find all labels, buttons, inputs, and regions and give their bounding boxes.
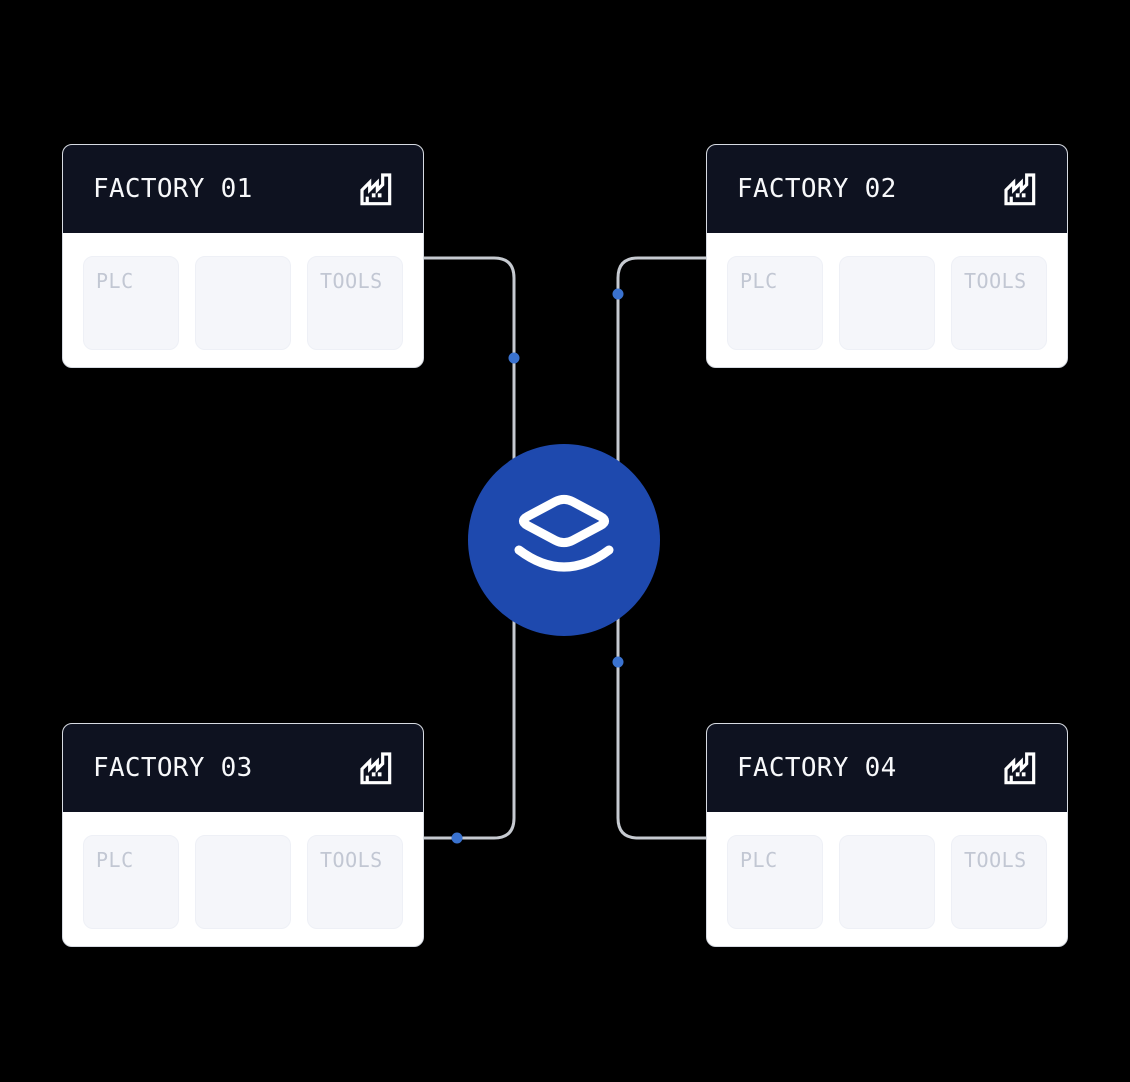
module-label: PLC bbox=[96, 269, 134, 293]
module-plc: PLC bbox=[83, 835, 179, 929]
connection-dot bbox=[508, 352, 520, 364]
factory-card-04: FACTORY 04 PLC TOOLS bbox=[706, 723, 1068, 947]
module-label: TOOLS bbox=[964, 848, 1027, 872]
module-label: PLC bbox=[740, 269, 778, 293]
factory-card-header: FACTORY 02 bbox=[707, 145, 1067, 233]
factory-card-body: PLC TOOLS bbox=[63, 812, 423, 946]
module-plc: PLC bbox=[727, 256, 823, 350]
module-tools: TOOLS bbox=[307, 256, 403, 350]
module-empty bbox=[839, 835, 935, 929]
module-plc: PLC bbox=[727, 835, 823, 929]
module-label: PLC bbox=[740, 848, 778, 872]
module-tools: TOOLS bbox=[307, 835, 403, 929]
factory-card-body: PLC TOOLS bbox=[707, 812, 1067, 946]
module-label: TOOLS bbox=[320, 848, 383, 872]
factory-title: FACTORY 02 bbox=[737, 174, 897, 204]
module-label: PLC bbox=[96, 848, 134, 872]
factory-icon bbox=[999, 167, 1039, 211]
module-empty bbox=[195, 256, 291, 350]
factory-icon bbox=[355, 746, 395, 790]
module-plc: PLC bbox=[83, 256, 179, 350]
factory-card-header: FACTORY 04 bbox=[707, 724, 1067, 812]
factory-icon bbox=[999, 746, 1039, 790]
connection-dot bbox=[612, 656, 624, 668]
factory-title: FACTORY 04 bbox=[737, 753, 897, 783]
factory-card-03: FACTORY 03 PLC TOOLS bbox=[62, 723, 424, 947]
module-empty bbox=[195, 835, 291, 929]
factory-title: FACTORY 03 bbox=[93, 753, 253, 783]
hub-node bbox=[468, 444, 660, 636]
layers-stack-icon bbox=[514, 494, 614, 572]
module-tools: TOOLS bbox=[951, 256, 1047, 350]
factory-card-01: FACTORY 01 PLC TOOLS bbox=[62, 144, 424, 368]
factory-title: FACTORY 01 bbox=[93, 174, 253, 204]
factory-card-body: PLC TOOLS bbox=[707, 233, 1067, 367]
module-label: TOOLS bbox=[964, 269, 1027, 293]
factory-card-02: FACTORY 02 PLC TOOLS bbox=[706, 144, 1068, 368]
module-label: TOOLS bbox=[320, 269, 383, 293]
factory-icon bbox=[355, 167, 395, 211]
connection-dot bbox=[612, 288, 624, 300]
factory-card-header: FACTORY 01 bbox=[63, 145, 423, 233]
module-tools: TOOLS bbox=[951, 835, 1047, 929]
module-empty bbox=[839, 256, 935, 350]
factory-card-body: PLC TOOLS bbox=[63, 233, 423, 367]
factory-card-header: FACTORY 03 bbox=[63, 724, 423, 812]
connection-dot bbox=[451, 832, 463, 844]
